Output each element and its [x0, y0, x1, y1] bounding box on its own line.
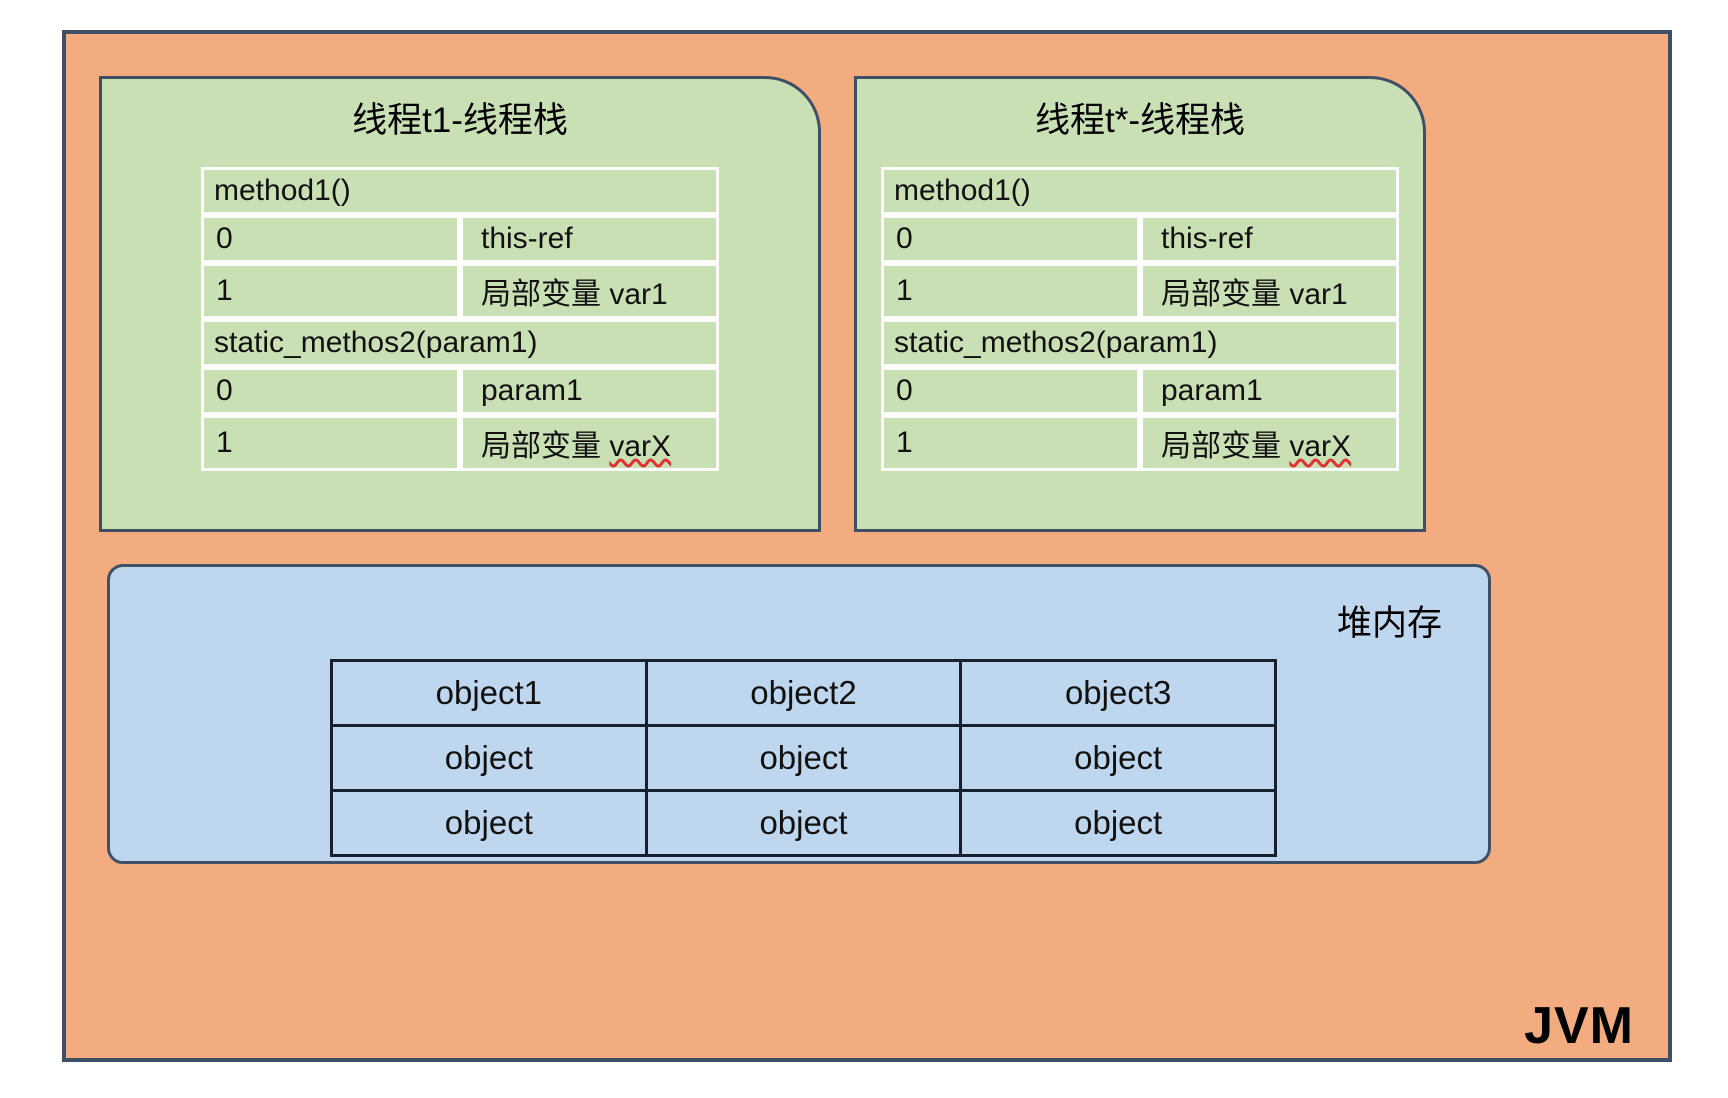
- heap-cell: object: [330, 724, 648, 792]
- stack-frame-table: method1() 0 this-ref 1 局部变量 var1 static_…: [881, 167, 1399, 472]
- slot-index: 0: [201, 215, 460, 264]
- slot-name: this-ref: [460, 215, 719, 264]
- stack-slot-row: 1 局部变量 var1: [201, 263, 719, 320]
- heap-object-table: object1 object2 object3 object object ob…: [330, 659, 1277, 857]
- table-row: object1 object2 object3: [330, 659, 1277, 727]
- table-row: object object object: [330, 724, 1277, 792]
- slot-name-text: 局部变量: [1161, 430, 1290, 464]
- heap-cell: object1: [330, 659, 648, 727]
- thread-stack-title: 线程t1-线程栈: [352, 101, 568, 140]
- stack-slot-row: 0 this-ref: [201, 215, 719, 264]
- heap-cell: object: [959, 789, 1277, 857]
- slot-name: 局部变量 var1: [1140, 263, 1399, 320]
- heap-cell: object2: [644, 659, 963, 727]
- slot-name: param1: [460, 367, 719, 416]
- thread-stack-panel-tstar: 线程t*-线程栈 method1() 0 this-ref 1 局部变量 var…: [854, 76, 1426, 532]
- heap-cell: object: [330, 789, 648, 857]
- stack-slot-row: 1 局部变量 var1: [881, 263, 1399, 320]
- stack-frame-table: method1() 0 this-ref 1 局部变量 var1 static_…: [201, 167, 719, 472]
- slot-index: 1: [201, 415, 460, 472]
- slot-name: 局部变量 var1: [460, 263, 719, 320]
- slot-index: 1: [201, 263, 460, 320]
- slot-name: 局部变量 varX: [1140, 415, 1399, 472]
- stack-slot-row: 1 局部变量 varX: [201, 415, 719, 472]
- stack-frame-header-row: method1(): [201, 167, 719, 216]
- frame-method-name: static_methos2(param1): [201, 319, 719, 368]
- thread-stack-panel-t1: 线程t1-线程栈 method1() 0 this-ref 1 局部变量 var…: [99, 76, 821, 532]
- slot-index: 1: [881, 263, 1140, 320]
- frame-method-name: method1(): [201, 167, 719, 216]
- stack-frame-header-row: static_methos2(param1): [201, 319, 719, 368]
- slot-name: 局部变量 varX: [460, 415, 719, 472]
- stack-frame-header-row: static_methos2(param1): [881, 319, 1399, 368]
- jvm-title-label: JVM: [1524, 997, 1634, 1055]
- frame-method-name: static_methos2(param1): [881, 319, 1399, 368]
- slot-index: 0: [881, 215, 1140, 264]
- heap-memory-panel: 堆内存 object1 object2 object3 object objec…: [107, 564, 1491, 864]
- stack-slot-row: 0 param1: [881, 367, 1399, 416]
- slot-name: this-ref: [1140, 215, 1399, 264]
- slot-index: 0: [881, 367, 1140, 416]
- thread-stack-title: 线程t*-线程栈: [1034, 101, 1245, 140]
- stack-slot-row: 1 局部变量 varX: [881, 415, 1399, 472]
- jvm-container: 线程t1-线程栈 method1() 0 this-ref 1 局部变量 var…: [62, 30, 1672, 1062]
- slot-name-misspelled-token: varX: [1289, 430, 1352, 464]
- heap-memory-label: 堆内存: [1336, 604, 1442, 643]
- frame-method-name: method1(): [881, 167, 1399, 216]
- heap-cell: object3: [959, 659, 1277, 727]
- heap-cell: object: [644, 724, 963, 792]
- heap-cell: object: [644, 789, 963, 857]
- slot-index: 0: [201, 367, 460, 416]
- slot-name-misspelled-token: varX: [609, 430, 672, 464]
- slot-name: param1: [1140, 367, 1399, 416]
- stack-frame-header-row: method1(): [881, 167, 1399, 216]
- table-row: object object object: [330, 789, 1277, 857]
- stack-slot-row: 0 this-ref: [881, 215, 1399, 264]
- heap-cell: object: [959, 724, 1277, 792]
- slot-name-text: 局部变量: [481, 430, 610, 464]
- slot-index: 1: [881, 415, 1140, 472]
- stack-slot-row: 0 param1: [201, 367, 719, 416]
